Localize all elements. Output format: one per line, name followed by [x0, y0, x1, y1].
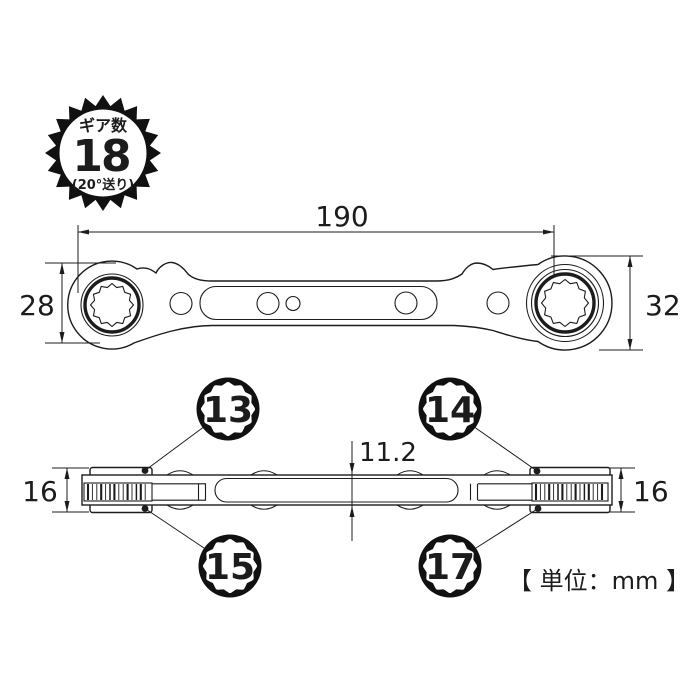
left-12pt-socket [89, 282, 135, 328]
socket-badge-bottom-right: 17 [418, 534, 482, 598]
left-pawl-housing [152, 483, 207, 501]
hole [394, 291, 418, 315]
leader-dot [533, 467, 541, 475]
hole [169, 291, 193, 316]
12pt-socket-icon [203, 539, 257, 593]
gear-count-label: ギア数 [79, 116, 128, 135]
dim-right-head-od: 32 [551, 255, 681, 351]
socket-size-top-left: 13 [203, 390, 253, 431]
socket-badge-top-left: 13 [196, 377, 260, 441]
dim-handle-thickness-value: 11.2 [359, 438, 417, 468]
leader-dot [141, 505, 149, 512]
dim-handle-thickness: 11.2 [349, 438, 417, 541]
hole [486, 291, 510, 315]
wrench-top-view [67, 255, 613, 351]
right-ring-chamfer [534, 272, 596, 334]
gear-step-note: (20°送り) [72, 177, 134, 193]
right-ring-boss-outer [525, 263, 605, 343]
socket-size-top-right: 14 [425, 390, 475, 431]
right-gear-band [531, 482, 609, 502]
left-gear-band [83, 482, 153, 502]
dim-overall-length: 190 [77, 200, 555, 293]
right-ring-boss-inner [530, 268, 600, 338]
12pt-socket-icon [201, 382, 255, 436]
left-gear-knurl [86, 484, 146, 500]
right-pawl-housing [469, 483, 532, 501]
dim-right-head-width: 16 [609, 467, 669, 513]
socket-size-bottom-right: 17 [425, 547, 475, 588]
boss-arcs [166, 470, 511, 510]
right-12pt-socket [540, 278, 590, 328]
right-gear-knurl [534, 484, 604, 500]
leader-lines [141, 427, 542, 549]
socket-badge-bottom-left: 15 [198, 534, 262, 598]
socket-badge-top-right: 14 [418, 377, 482, 441]
12pt-socket-icon [423, 382, 477, 436]
unit-note: 【 単位：mm 】 [508, 567, 690, 595]
wrench-top-outline [67, 255, 613, 351]
dim-right-head-od-value: 32 [645, 289, 681, 322]
left-ring-boss [80, 273, 144, 337]
hole [256, 291, 280, 316]
wrench-side-view [81, 466, 613, 514]
dim-left-head-width-value: 16 [22, 475, 58, 508]
dim-right-head-width-value: 16 [633, 475, 669, 508]
dim-overall-length-value: 190 [315, 200, 368, 233]
left-ring-chamfer [83, 276, 141, 334]
socket-size-bottom-left: 15 [205, 547, 255, 588]
hole [285, 295, 301, 312]
dim-left-head-width: 16 [22, 467, 89, 513]
starburst-inner-disc [59, 109, 147, 197]
leader-dot [141, 467, 149, 474]
dim-left-head-od-value: 28 [19, 289, 55, 322]
gear-count-badge: ギア数 18 (20°送り) [45, 95, 161, 211]
leader-dot [534, 505, 542, 512]
handle-panel [199, 285, 438, 321]
side-center-plate [214, 477, 459, 503]
gear-count-value: 18 [72, 131, 129, 182]
dim-left-head-od: 28 [19, 262, 116, 344]
12pt-socket-icon [423, 539, 477, 593]
